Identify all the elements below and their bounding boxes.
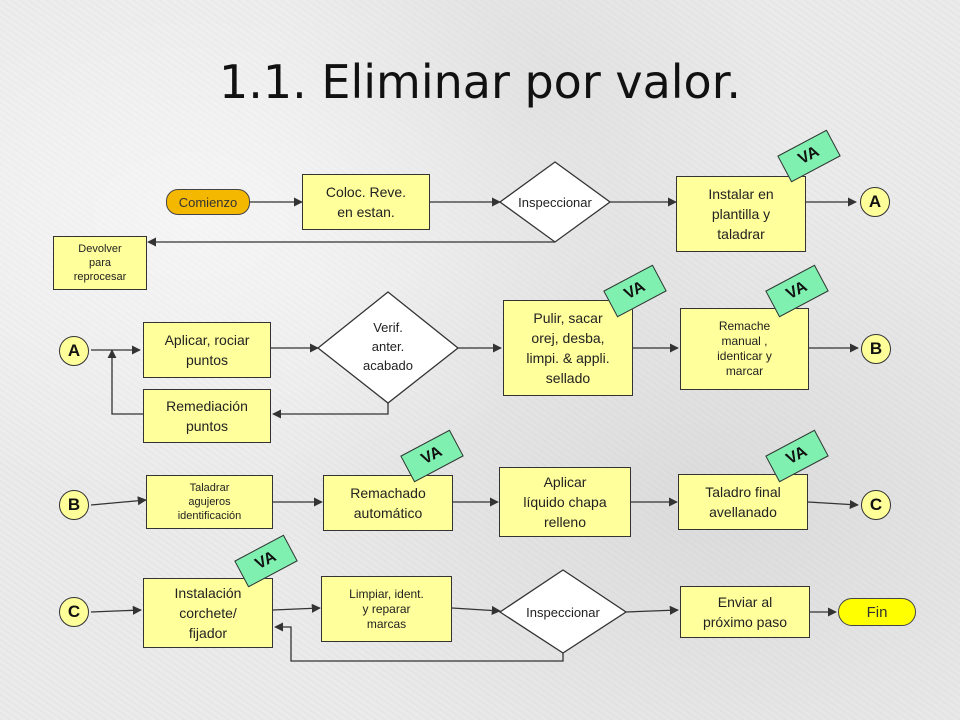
limpiar-box: Limpiar, ident. y reparar marcas [321, 576, 452, 642]
instalacion-box: Instalación corchete/ fijador [143, 578, 273, 648]
arrow-inspect-to-instalacion [274, 622, 564, 662]
inspect-diamond-top [498, 161, 612, 243]
arrow-remediacion-to-aplicar [107, 349, 143, 415]
arrow-c-to-instalacion [90, 605, 142, 615]
taladrar-box: Taladrar agujeros identificación [146, 475, 273, 529]
instalar-box: Instalar en plantilla y taladrar [676, 176, 806, 252]
remachado-box: Remachado automático [323, 475, 453, 531]
taladro-final-box: Taladro final avellanado [678, 474, 808, 530]
connector-a-in: A [59, 336, 89, 366]
inspect-diamond-bottom [498, 569, 628, 654]
colocar-box: Coloc. Reve. en estan. [302, 174, 430, 230]
aplicar-liquido-box: Aplicar líquido chapa relleno [499, 467, 631, 537]
inspect-label-top: Inspeccionar [518, 195, 592, 210]
aplicar-box: Aplicar, rociar puntos [143, 322, 271, 378]
enviar-box: Enviar al próximo paso [680, 586, 810, 638]
start-terminal: Comienzo [166, 189, 250, 215]
arrow-instalacion-to-limpiar [272, 603, 321, 613]
arrow-limpiar-to-inspect [451, 605, 501, 616]
remache-box: Remache manual , identicar y marcar [680, 308, 809, 390]
remediacion-box: Remediación puntos [143, 389, 271, 443]
arrow-taladro-to-c [807, 499, 859, 510]
connector-a-out: A [860, 187, 890, 217]
connector-b-out: B [861, 334, 891, 364]
page-title: 1.1. Eliminar por valor. [218, 55, 741, 109]
end-terminal: Fin [838, 598, 916, 626]
verif-diamond [316, 291, 460, 404]
arrow-verif-to-remediacion [272, 403, 389, 419]
end-label: Fin [866, 603, 888, 621]
connector-c-in: C [59, 597, 89, 627]
devolver-box: Devolver para reprocesar [53, 236, 147, 290]
arrow-inspect-to-enviar [625, 605, 679, 615]
connector-b-in: B [59, 490, 89, 520]
inspect-label-bottom: Inspeccionar [526, 605, 600, 620]
pulir-box: Pulir, sacar orej, desba, limpi. & appli… [503, 300, 633, 396]
verif-label: Verif. anter. acabado [363, 320, 413, 373]
connector-c-out: C [861, 490, 891, 520]
start-label: Comienzo [178, 194, 238, 210]
arrow-b-to-taladrar [90, 496, 147, 506]
